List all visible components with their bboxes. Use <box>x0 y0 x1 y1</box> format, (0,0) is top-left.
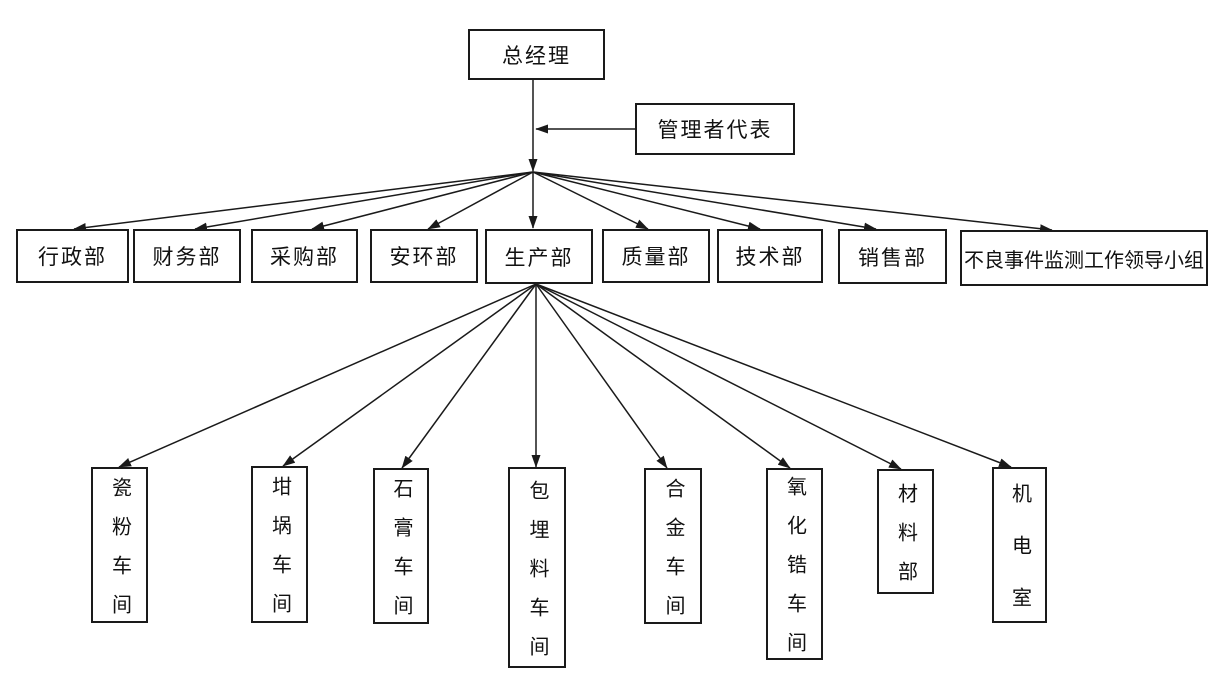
edge-production-to-crucible <box>282 283 537 467</box>
node-sales-dept: 销售部 <box>838 229 947 284</box>
node-label: 瓷粉车间 <box>108 476 131 633</box>
edge-production-to-alloy <box>535 283 668 469</box>
node-label: 坩埚车间 <box>268 476 291 632</box>
edge-production-to-mechatronics <box>535 283 1012 468</box>
edge-hub-to-admin <box>73 171 534 232</box>
edge-production-to-gypsum <box>401 283 537 469</box>
edge-hub-to-purchasing <box>311 171 534 231</box>
node-finance-dept: 财务部 <box>133 229 241 283</box>
node-label: 机电室 <box>1008 483 1031 639</box>
node-mechatronics-room: 机电室 <box>992 467 1047 639</box>
node-adverse-event-monitoring-group: 不良事件监测工作领导小组 <box>960 230 1208 286</box>
node-zirconia-workshop: 氧化锆车间 <box>766 468 823 671</box>
edge-production-to-material-dept <box>535 283 902 470</box>
edge-hub-to-safety-env <box>427 171 534 230</box>
node-safety-env-dept: 安环部 <box>370 229 478 283</box>
node-investment-material-workshop: 包埋料车间 <box>508 467 566 675</box>
node-alloy-workshop: 合金车间 <box>644 468 702 634</box>
node-purchasing-dept: 采购部 <box>251 229 358 283</box>
edge-production-to-zirconia <box>535 283 791 469</box>
node-label: 材料部 <box>894 482 917 600</box>
node-gypsum-workshop: 石膏车间 <box>373 468 429 634</box>
node-quality-dept: 质量部 <box>602 229 710 283</box>
edge-production-to-ceramic-powder <box>118 283 537 468</box>
node-management-representative: 管理者代表 <box>635 103 795 155</box>
node-label: 氧化锆车间 <box>783 476 806 671</box>
node-label: 包埋料车间 <box>526 479 548 675</box>
edge-hub-to-technology <box>532 171 761 231</box>
node-label: 合金车间 <box>662 477 684 634</box>
node-label: 石膏车间 <box>390 477 412 634</box>
node-general-manager: 总经理 <box>468 29 605 80</box>
node-material-dept: 材料部 <box>877 469 934 600</box>
node-production-dept: 生产部 <box>485 229 593 284</box>
node-technology-dept: 技术部 <box>717 229 823 283</box>
node-ceramic-powder-workshop: 瓷粉车间 <box>91 467 148 633</box>
node-admin-dept: 行政部 <box>16 229 129 283</box>
node-crucible-workshop: 坩埚车间 <box>251 466 308 632</box>
edge-hub-to-sales <box>532 171 877 232</box>
edge-hub-to-finance <box>194 171 534 232</box>
edge-hub-to-quality <box>532 171 649 230</box>
edge-hub-to-adverse-event-group <box>532 171 1053 234</box>
